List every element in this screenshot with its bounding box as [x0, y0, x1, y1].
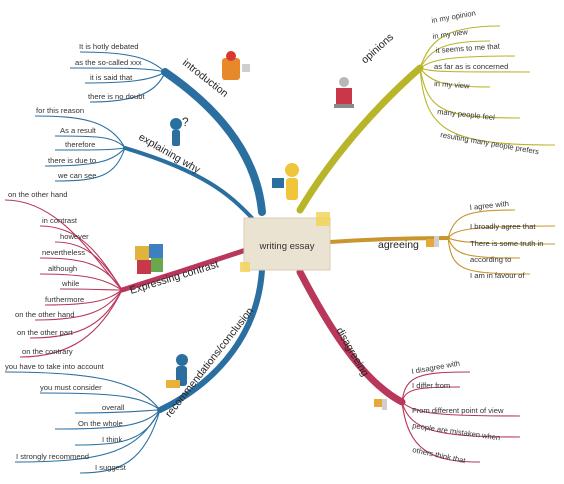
expressing-contrast-item: on the other hand [8, 190, 68, 199]
opinions-item: many people feel [437, 107, 496, 122]
expressing-contrast-item: on the other hand [15, 310, 75, 319]
explaining-why-branch [123, 146, 254, 220]
introduction-item: as the so-called xxx [75, 58, 142, 67]
explaining-why-item: we can see [57, 171, 96, 180]
expressing-contrast-item: however [60, 232, 89, 241]
explaining-why-item: there is due to [48, 156, 96, 165]
main-branches [119, 64, 450, 413]
disagreeing-item: From different point of view [412, 406, 504, 415]
jigsaw-pieces-icon [135, 244, 163, 274]
disagreeing-item: I differ from [412, 381, 450, 390]
recommendations-item: you must consider [40, 383, 102, 392]
agreeing-item: I broadly agree that [470, 222, 536, 231]
opinions-item: in my opinion [431, 8, 477, 25]
presenter-figure-icon [166, 354, 188, 388]
agreeing-item: according to [470, 255, 511, 264]
recommendations-item: I suggest [95, 463, 127, 472]
expressing-contrast-branch [119, 247, 249, 293]
expressing-contrast-item: in contrast [42, 216, 78, 225]
agreeing-item: I agree with [469, 199, 509, 212]
svg-text:?: ? [182, 115, 189, 129]
expressing-contrast-item: although [48, 264, 77, 273]
introduction-item: it is said that [90, 73, 133, 82]
expressing-contrast-item: nevertheless [42, 248, 85, 257]
disagreeing-item: others think that [412, 445, 468, 465]
opinions-branch [296, 64, 424, 214]
introduction-branch [161, 68, 266, 216]
explaining-why-item: As a result [60, 126, 97, 135]
opinions-item: it seems to me that [436, 41, 502, 55]
agreeing-item: There is some truth in [470, 239, 543, 248]
introduction-item: there is no doubt [88, 92, 145, 101]
expressing-contrast-item: on the other part [17, 328, 74, 337]
recommendations-item: you have to take into account [5, 362, 105, 371]
central-node-label: writing essay [259, 241, 315, 252]
branch-label-agreeing: agreeing [378, 239, 419, 251]
opinions-item: resulting many people prefers [440, 130, 540, 156]
recommendations-branch [157, 267, 265, 413]
agreeing-branch [328, 236, 450, 244]
explaining-why-item: for this reason [36, 106, 84, 115]
opinions-item: in my view [434, 79, 470, 90]
expressing-contrast-item: furthermore [45, 295, 84, 304]
recommendations-item: overall [102, 403, 125, 412]
explaining-why-item: therefore [65, 140, 95, 149]
recommendations-item: I think [102, 435, 122, 444]
opinions-item: as far as is concerned [434, 62, 508, 71]
thumbs-up-icon [426, 236, 439, 247]
branch-label-opinions: opinions [359, 31, 396, 66]
central-node: writing essay [240, 212, 331, 272]
expressing-contrast-item: on the contrary [22, 347, 73, 356]
thumbs-down-icon [374, 399, 387, 410]
recommendations-item: I strongly recommend [16, 452, 89, 461]
expressing-contrast-item: while [61, 279, 79, 288]
disagreeing-branch [296, 268, 406, 406]
opinions-item: in my view [432, 27, 469, 41]
figure-on-ladder-icon [222, 51, 250, 80]
branch-label-disagreeing: disagreeing [333, 326, 371, 379]
sub-branches [4, 25, 556, 474]
recommendations-item: On the whole [78, 419, 123, 428]
agreeing-item: I am in favour of [470, 271, 525, 280]
introduction-item: It is hotly debated [79, 42, 139, 51]
yellow-figure-icon [272, 163, 299, 200]
speaker-at-podium-icon [334, 77, 354, 108]
disagreeing-item: people are mistaken when [412, 421, 501, 442]
question-mark-figure-icon: ? [170, 115, 189, 146]
